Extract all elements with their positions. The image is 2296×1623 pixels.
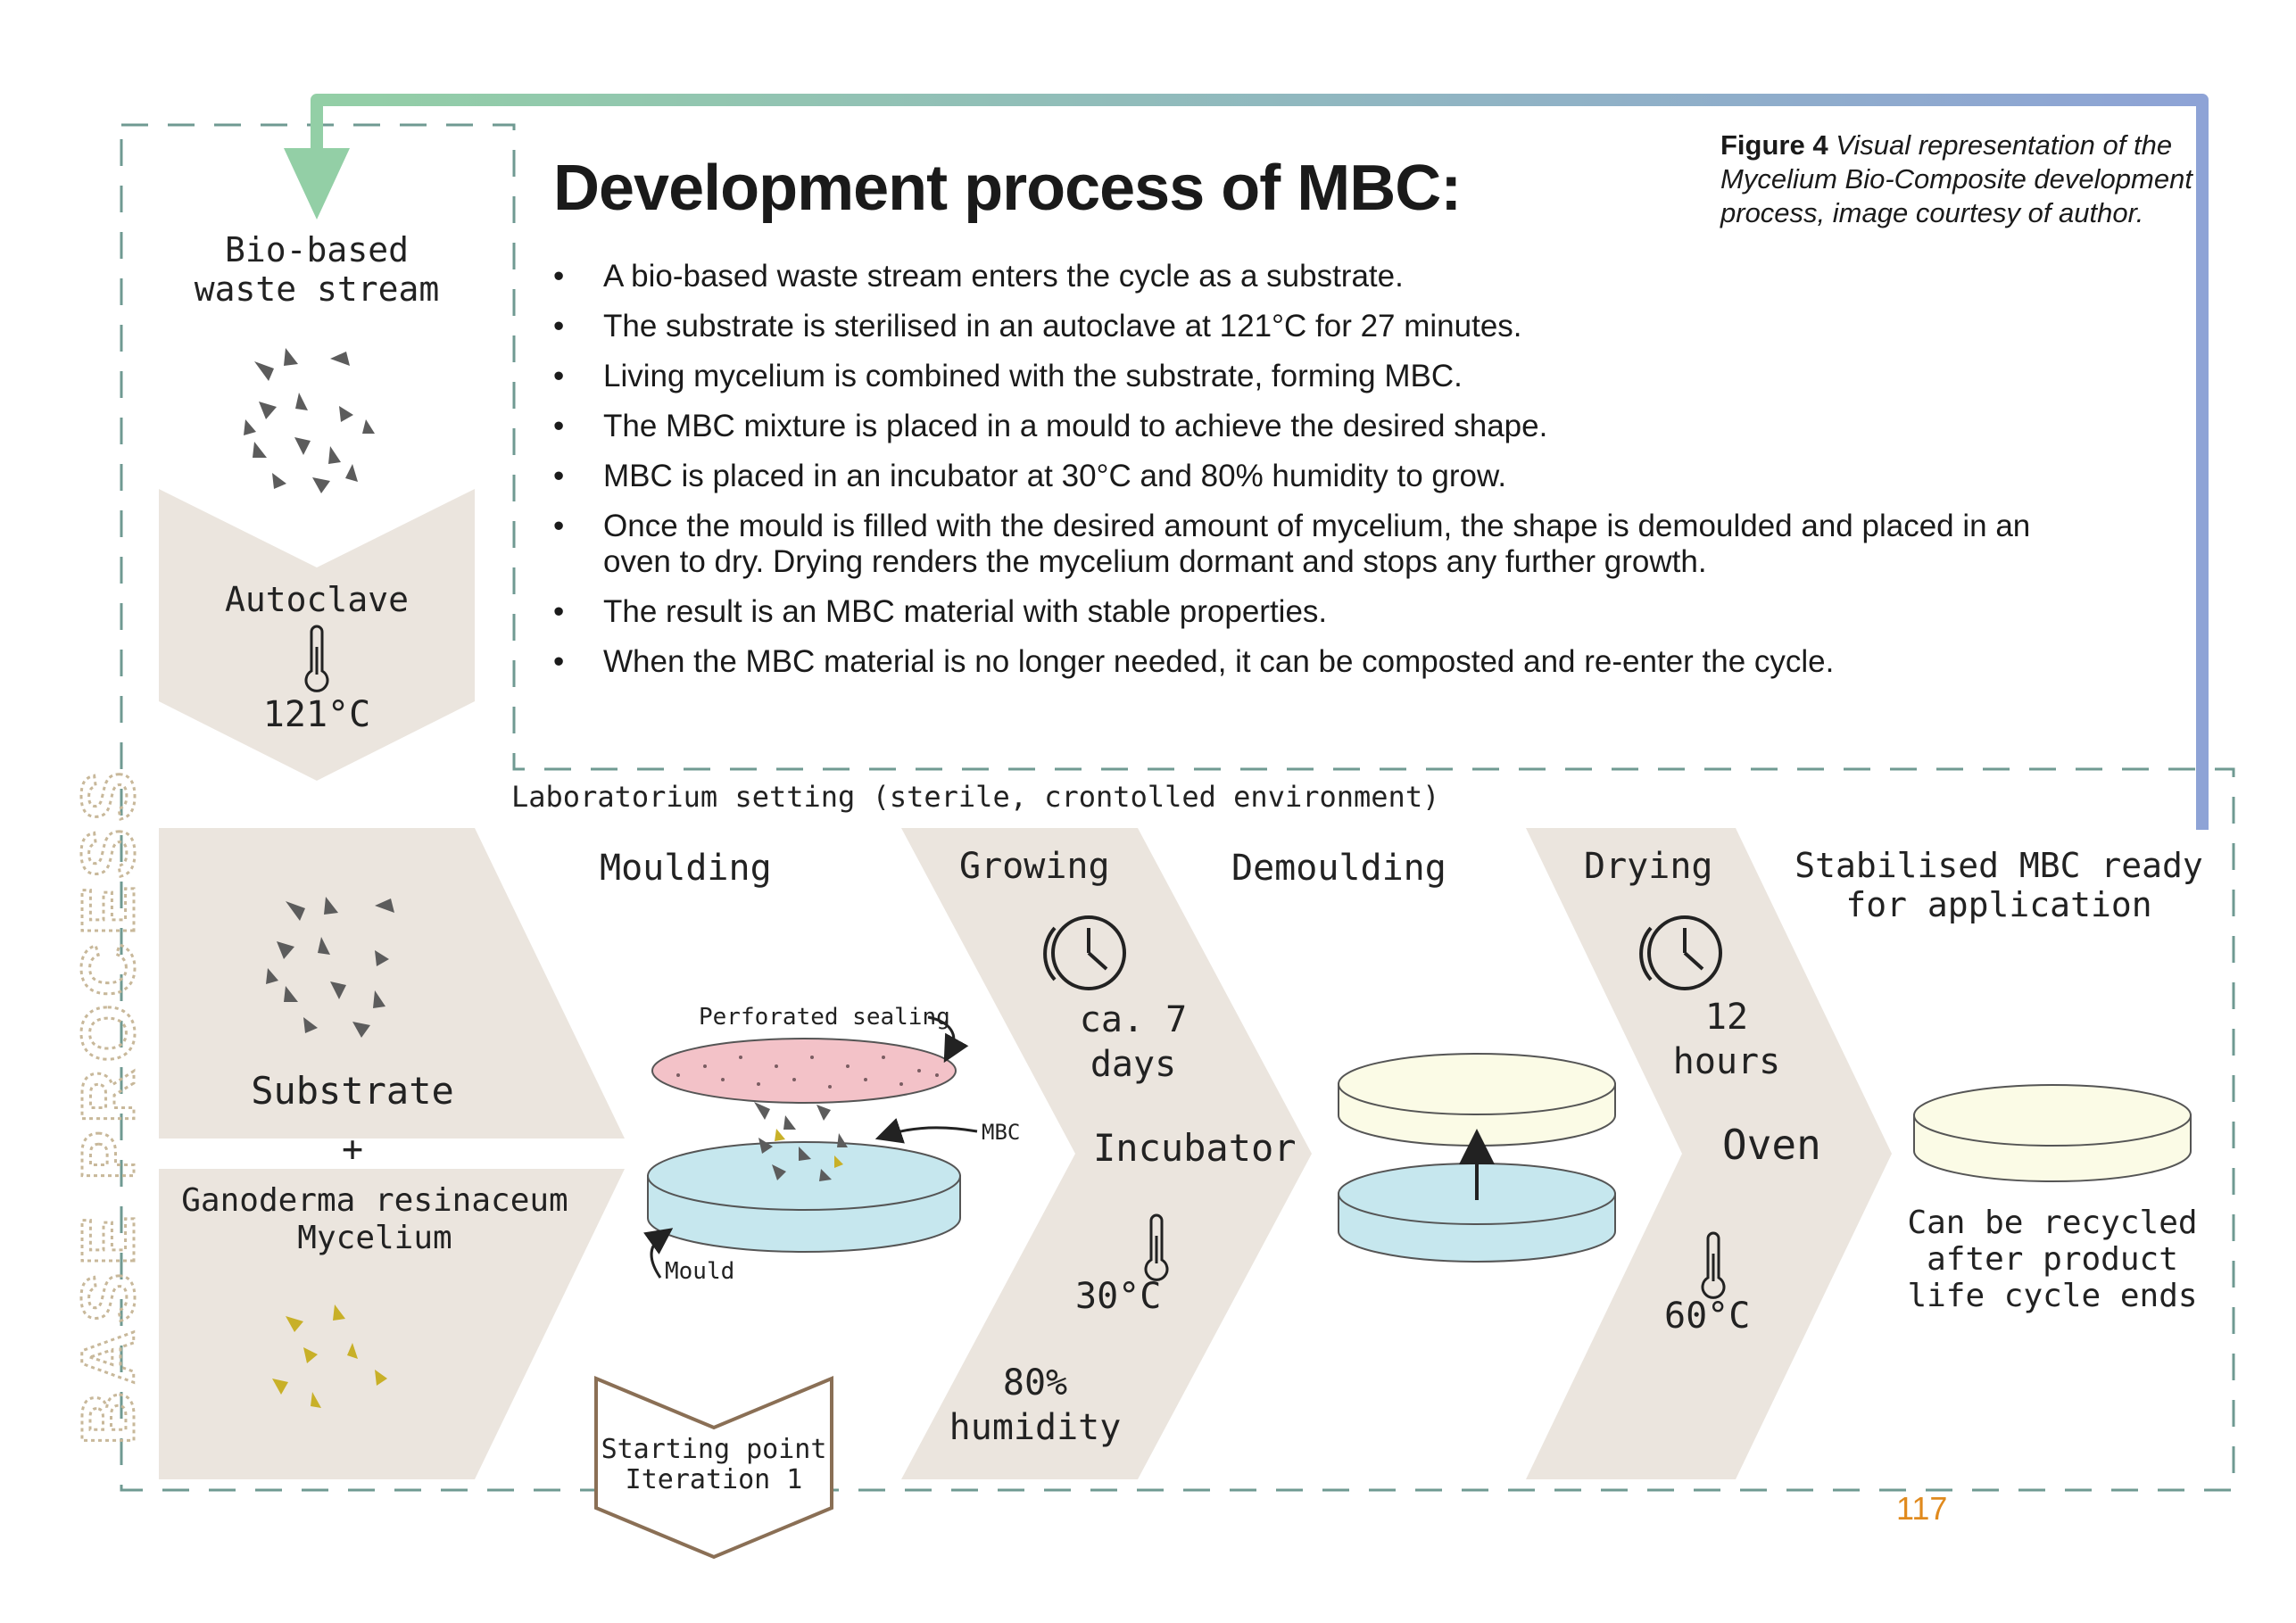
growing-humidity: 80% humidity	[949, 1362, 1122, 1448]
growing-thermometer-icon	[1144, 1213, 1169, 1281]
bullet-item: Once the mould is filled with the desire…	[553, 509, 2070, 580]
growing-chevron	[901, 828, 1312, 1479]
drying-chevron	[1526, 828, 1892, 1479]
drying-duration: 12 hours	[1672, 997, 1781, 1082]
autoclave-thermometer-icon	[304, 625, 329, 692]
perforated-sealing-label: Perforated sealing	[699, 1004, 950, 1031]
bullet-item: When the MBC material is no longer neede…	[553, 644, 2070, 680]
figure-caption-text: Visual representation of the Mycelium Bi…	[1720, 129, 2192, 228]
mycelium-flakes	[272, 1304, 387, 1408]
incubator-label: Incubator	[1093, 1126, 1297, 1170]
bullet-item: The result is an MBC material with stabl…	[553, 594, 2070, 630]
bullet-item: Living mycelium is combined with the sub…	[553, 359, 2070, 394]
demoulding-title: Demoulding	[1231, 848, 1446, 889]
autoclave-label: Autoclave	[225, 580, 409, 619]
drying-temperature: 60°C	[1664, 1296, 1751, 1337]
result-disc	[1913, 1084, 2192, 1182]
process-bullet-list: A bio-based waste stream enters the cycl…	[553, 259, 2070, 694]
mbc-label: MBC	[982, 1120, 1021, 1145]
mould-illustration	[643, 1015, 978, 1279]
growing-duration: ca. 7 days	[1079, 999, 1188, 1085]
plus-sign: +	[341, 1129, 364, 1170]
bullet-item: A bio-based waste stream enters the cycl…	[553, 259, 2070, 294]
starting-point-shape	[594, 1376, 833, 1560]
waste-stream-flakes	[244, 348, 375, 493]
growing-title: Growing	[959, 846, 1110, 887]
waste-stream-label: Bio-based waste stream	[194, 230, 440, 309]
recycle-loop-arrow	[311, 94, 2209, 830]
process-boundary-dashed	[120, 123, 2235, 1492]
page-title: Development process of MBC:	[553, 153, 1462, 224]
figure-caption: Figure 4 Visual representation of the My…	[1720, 128, 2202, 230]
mould-label: Mould	[665, 1258, 735, 1285]
autoclave-chevron	[159, 489, 475, 781]
demoulding-illustration	[1338, 1053, 1616, 1263]
loop-arrow-head	[284, 148, 350, 219]
figure-label: Figure 4	[1720, 129, 1828, 161]
substrate-label: Substrate	[251, 1069, 454, 1113]
bullet-item: The MBC mixture is placed in a mould to …	[553, 409, 2070, 444]
autoclave-temperature: 121°C	[262, 694, 371, 735]
recycle-note: Can be recycled after product life cycle…	[1907, 1205, 2198, 1314]
drying-title: Drying	[1584, 846, 1713, 887]
page-number: 117	[1896, 1490, 1948, 1527]
laboratory-setting-label: Laboratorium setting (sterile, crontolle…	[511, 780, 1440, 814]
growing-temperature: 30°C	[1075, 1276, 1162, 1317]
mycelium-label: Ganoderma resinaceum Mycelium	[181, 1182, 568, 1256]
starting-point-label: Starting point Iteration 1	[601, 1434, 827, 1495]
drying-clock-icon	[1639, 915, 1722, 990]
substrate-chevron	[159, 828, 625, 1139]
bullet-item: MBC is placed in an incubator at 30°C an…	[553, 459, 2070, 494]
result-title: Stabilised MBC ready for application	[1795, 846, 2203, 924]
moulding-title: Moulding	[600, 848, 772, 889]
oven-label: Oven	[1722, 1121, 1821, 1169]
growing-clock-icon	[1043, 915, 1126, 990]
mycelium-chevron	[159, 1169, 625, 1479]
substrate-flakes	[266, 897, 394, 1038]
bullet-item: The substrate is sterilised in an autocl…	[553, 309, 2070, 344]
drying-thermometer-icon	[1701, 1231, 1726, 1299]
base-process-label: BASE PROCESS	[66, 765, 150, 1446]
